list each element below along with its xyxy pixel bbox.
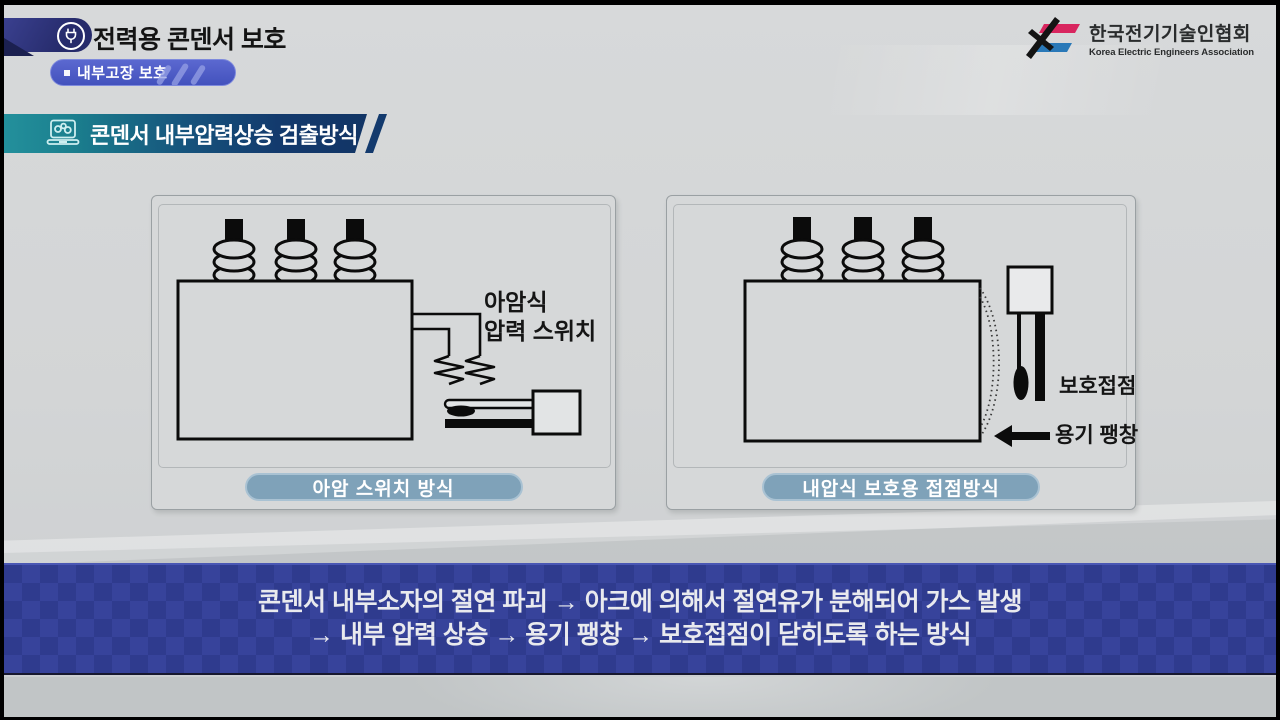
expansion-label: 용기 팽창 <box>1055 424 1139 447</box>
arrow-left-icon <box>994 425 1050 447</box>
kea-name-english: Korea Electric Engineers Association <box>1089 46 1254 58</box>
section-banner: 콘덴서 내부압력상승 검출방식 <box>4 114 367 153</box>
bulge-dotted-arc <box>979 287 1000 435</box>
lightning-spark-logo-icon <box>1026 17 1080 59</box>
header-accent-wedge <box>4 38 34 56</box>
laptop-gears-icon <box>46 119 80 145</box>
footer-line-2: → 내부 압력 상승 → 용기 팽창 → 보호접점이 닫히도록 하는 방식 <box>309 620 971 649</box>
diagram-inner-frame <box>673 204 1127 468</box>
diagram-inner-frame <box>158 204 611 468</box>
protective-contact-assembly <box>1006 265 1054 401</box>
springs <box>433 354 496 386</box>
capacitor-tank <box>743 279 982 443</box>
caption-pill-pressure-contact: 내압식 보호용 접점방식 <box>762 473 1040 501</box>
section-title: 콘덴서 내부압력상승 검출방식 <box>90 122 358 148</box>
footer-line-1: 콘덴서 내부소자의 절연 파괴 → 아크에 의해서 절연유가 분해되어 가스 발… <box>258 588 1022 616</box>
diagram-panel-pressure-contact: 보호접점 용기 팽창 내압식 보호용 접점방식 <box>666 195 1139 510</box>
bottom-strip <box>4 677 1276 717</box>
diagram-panel-arm-switch: 아암식 압력 스위치 아암 스위치 방식 <box>151 195 616 510</box>
bushings <box>212 219 377 286</box>
background-swoosh <box>4 519 1276 571</box>
pressure-switch-label: 아암식 압력 스위치 <box>484 289 597 344</box>
kea-name-korean: 한국전기기술인협회 <box>1089 23 1251 45</box>
section-banner-stripe <box>365 114 387 153</box>
slash-decoration-icon <box>155 60 221 85</box>
square-bullet-icon <box>64 69 70 76</box>
kea-logo: 한국전기기술인협회 Korea Electric Engineers Assoc… <box>1024 17 1254 59</box>
contact-box <box>1006 265 1054 315</box>
bushings <box>780 217 945 286</box>
fixed-contact-rod <box>1035 313 1045 401</box>
caption-pill-arm-switch: 아암 스위치 방식 <box>244 473 523 501</box>
page-title: 전력용 콘덴서 보호 <box>93 26 286 54</box>
internal-fault-badge: 내부고장 보호 <box>50 59 236 86</box>
protective-contact-label: 보호접점 <box>1059 375 1137 398</box>
kea-logo-names: 한국전기기술인협회 Korea Electric Engineers Assoc… <box>1089 19 1254 58</box>
capacitor-arm-switch-drawing <box>176 219 582 441</box>
moving-contact <box>1013 366 1029 400</box>
lever-arm <box>443 398 537 428</box>
footer-banner: 콘덴서 내부소자의 절연 파괴 → 아크에 의해서 절연유가 분해되어 가스 발… <box>4 563 1276 675</box>
capacitor-tank <box>176 279 414 441</box>
switch-wires <box>412 312 482 356</box>
power-plug-icon <box>57 22 85 50</box>
slide: 전력용 콘덴서 보호 내부고장 보호 한국전기기술인협회 Korea Elect… <box>4 5 1276 717</box>
switch-contact-box <box>531 389 582 436</box>
badge-label: 내부고장 보호 <box>77 65 168 82</box>
capacitor-pressure-contact-drawing <box>743 217 1054 447</box>
